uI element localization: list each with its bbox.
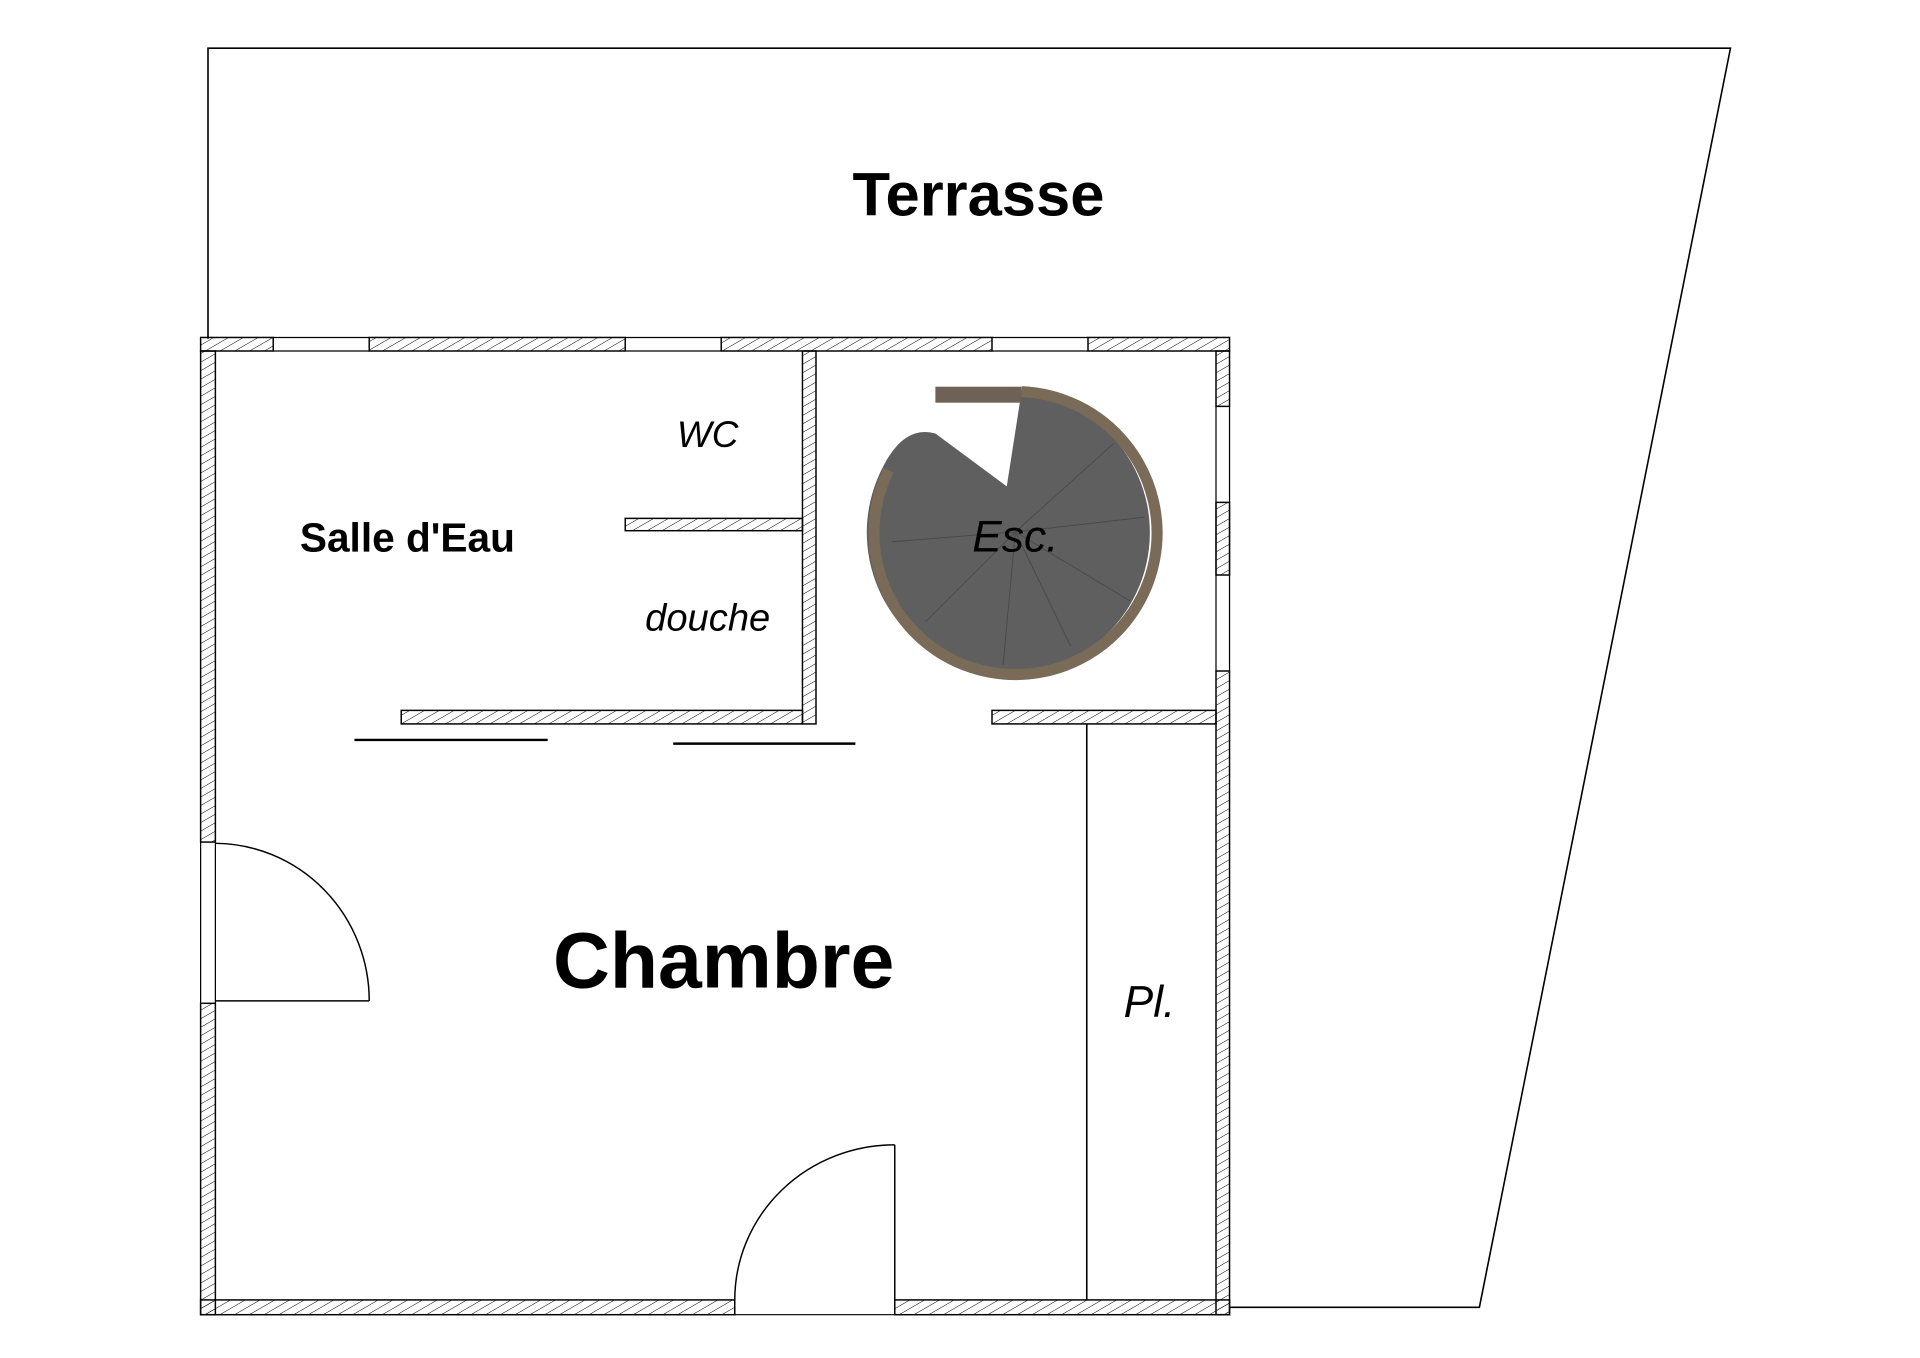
room-label-terrace: Terrasse — [852, 161, 1104, 230]
terrace-outline — [207, 47, 1732, 1309]
room-label-bathroom: Salle d'Eau — [300, 515, 515, 561]
room-label-wc: WC — [677, 414, 739, 455]
room-label-bedroom: Chambre — [553, 916, 894, 1004]
room-label-stairs: Esc. — [972, 513, 1058, 562]
room-label-closet: Pl. — [1124, 978, 1176, 1027]
room-label-shower: douche — [645, 596, 770, 639]
door-bottom — [734, 1144, 896, 1300]
openings — [200, 336, 1231, 1316]
sliding-doors — [354, 738, 856, 745]
spiral-staircase-icon — [866, 386, 1163, 681]
interior-walls — [400, 350, 1217, 725]
door-left — [215, 842, 370, 1002]
